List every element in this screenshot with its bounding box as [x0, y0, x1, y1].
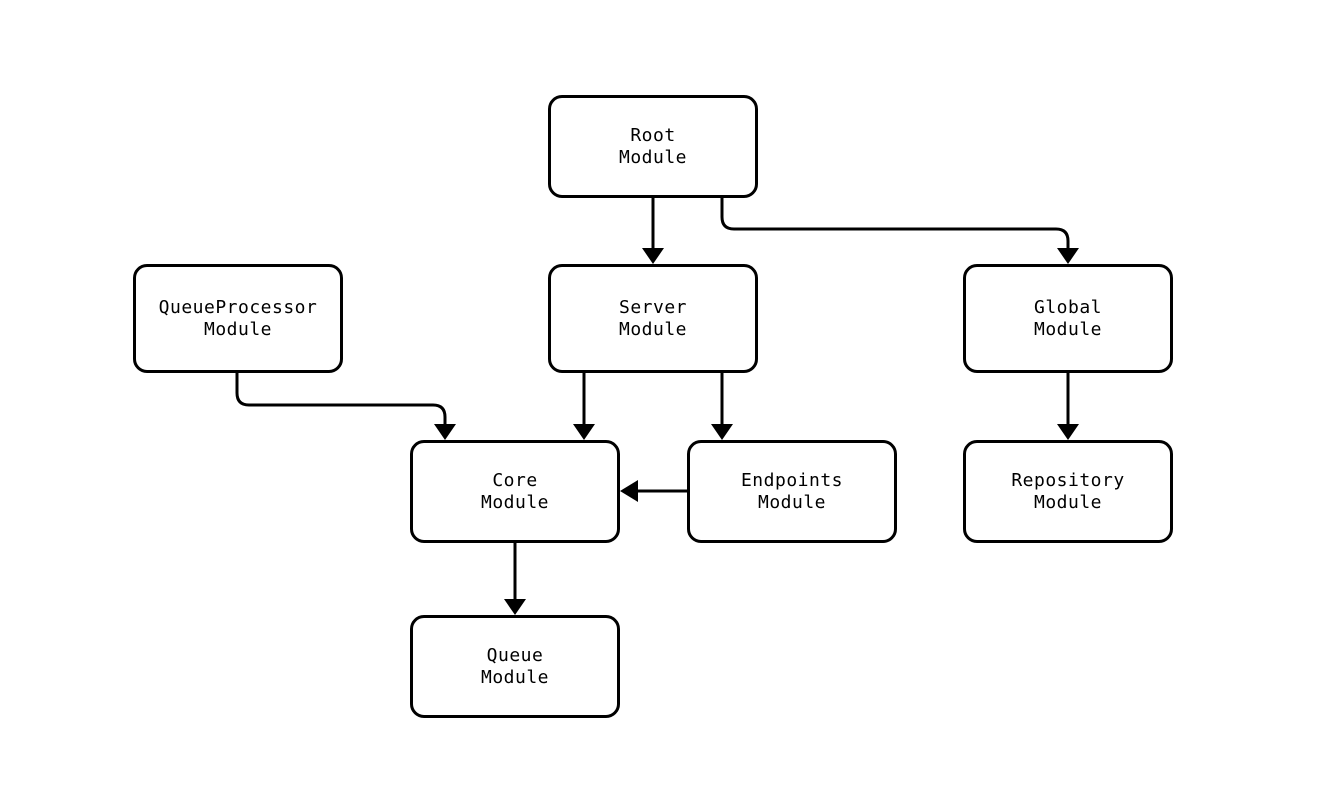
node-queueprocessor-module[interactable]: QueueProcessor Module — [133, 264, 343, 373]
node-repository-module-label-line1: Repository — [1011, 469, 1125, 491]
node-global-module[interactable]: Global Module — [963, 264, 1173, 373]
edge-server-to-endpoints-arrowhead — [711, 424, 733, 440]
node-queue-module-label-line2: Module — [480, 666, 550, 688]
edge-server-to-core-arrowhead — [573, 424, 595, 440]
node-server-module[interactable]: Server Module — [548, 264, 758, 373]
node-repository-module-label-line2: Module — [1033, 491, 1103, 513]
node-queue-module[interactable]: Queue Module — [410, 615, 620, 718]
node-core-module[interactable]: Core Module — [410, 440, 620, 543]
edge-root-to-server-arrowhead — [642, 248, 664, 264]
node-queue-module-label-line1: Queue — [486, 644, 544, 666]
node-global-module-label-line1: Global — [1033, 296, 1103, 318]
node-core-module-label-line1: Core — [492, 469, 538, 491]
node-root-module-label-line2: Module — [618, 146, 688, 168]
node-queueprocessor-module-label-line1: QueueProcessor — [158, 296, 318, 318]
edge-queueprocessor-to-core-arrowhead — [434, 424, 456, 440]
edge-queueprocessor-to-core — [235, 373, 447, 426]
node-endpoints-module[interactable]: Endpoints Module — [687, 440, 897, 543]
node-repository-module[interactable]: Repository Module — [963, 440, 1173, 543]
edge-global-to-repository-arrowhead — [1057, 424, 1079, 440]
edge-endpoints-to-core-arrowhead — [620, 480, 638, 502]
node-root-module[interactable]: Root Module — [548, 95, 758, 198]
node-server-module-label-line1: Server — [618, 296, 688, 318]
node-endpoints-module-label-line2: Module — [757, 491, 827, 513]
node-global-module-label-line2: Module — [1033, 318, 1103, 340]
node-root-module-label-line1: Root — [630, 124, 676, 146]
edge-root-to-global — [720, 198, 1070, 250]
edge-core-to-queue-arrowhead — [504, 599, 526, 615]
edge-root-to-global-arrowhead — [1057, 248, 1079, 264]
node-server-module-label-line2: Module — [618, 318, 688, 340]
node-queueprocessor-module-label-line2: Module — [203, 318, 273, 340]
node-core-module-label-line2: Module — [480, 491, 550, 513]
node-endpoints-module-label-line1: Endpoints — [740, 469, 844, 491]
